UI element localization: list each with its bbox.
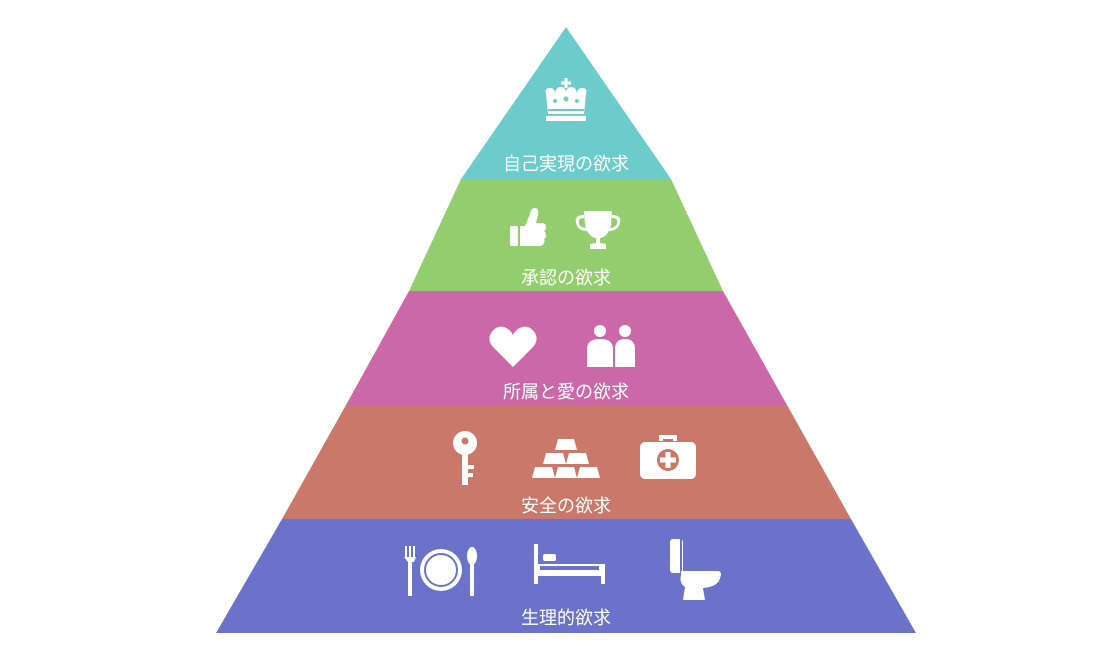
tier-self-actualization-label: 自己実現の欲求 — [503, 154, 629, 175]
people-icon — [587, 325, 635, 367]
tier-love-belonging-label: 所属と愛の欲求 — [503, 382, 629, 403]
tier-physiological-label: 生理的欲求 — [521, 608, 611, 629]
first-aid-kit-icon — [640, 435, 696, 479]
bed-icon — [534, 544, 605, 584]
crown-icon — [545, 78, 587, 121]
trophy-icon — [575, 211, 621, 249]
tier-esteem-band — [409, 179, 723, 291]
key-icon — [453, 431, 477, 485]
heart-icon — [489, 326, 537, 367]
tier-love-belonging-band — [346, 291, 787, 405]
thumbs-up-icon — [510, 207, 546, 246]
gold-bars-icon — [532, 439, 600, 478]
meal-plate-icon — [404, 546, 477, 596]
tier-esteem-label: 承認の欲求 — [521, 268, 611, 289]
tier-safety-label: 安全の欲求 — [521, 496, 611, 517]
tier-safety-band — [282, 405, 851, 519]
toilet-icon — [670, 539, 721, 600]
